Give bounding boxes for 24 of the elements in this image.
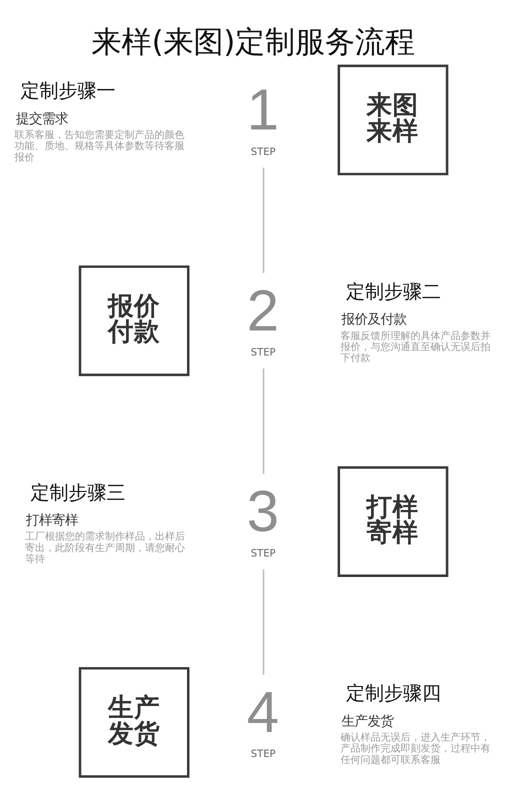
node-box: 报价付款 xyxy=(78,265,190,376)
connector xyxy=(262,569,264,675)
node-label: 定制步骤三 xyxy=(30,482,126,504)
node-label: 定制步骤四 xyxy=(346,682,442,705)
node-label: 报价及付款 xyxy=(342,312,407,328)
node-label: 联系客服，告知您需要定制产品的颜色功能、质地、规格等具体参数等待客服报价 xyxy=(14,130,185,164)
node-label: 客服反馈所理解的具体产品参数并报价，与您沟通直至确认无误后拍下付款 xyxy=(340,330,491,364)
diagram-title: 来样(来图)定制服务流程 xyxy=(92,25,416,60)
node-label: 工厂根据您的需求制作样品，出样后寄出，此阶段有生产周期，请您耐心等待 xyxy=(24,532,185,565)
node-text: 1 STEP xyxy=(246,78,280,158)
node-label: 提交需求 xyxy=(16,112,68,127)
node-text: 4 STEP xyxy=(246,680,280,760)
node-label: 打样寄样 xyxy=(26,514,78,529)
node-text: 3 STEP xyxy=(246,479,280,560)
connector xyxy=(262,168,264,274)
connector xyxy=(262,368,264,474)
node-label: 定制步骤一 xyxy=(20,80,116,102)
node-label: 确认样品无误后，进入生产环节，产品制作完成即刻发货，过程中有任何问题都可联系客服 xyxy=(340,732,491,766)
node-box: 来图来样 xyxy=(338,64,448,176)
node-label: 生产发货 xyxy=(342,714,394,730)
node-box: 生产发货 xyxy=(78,667,190,778)
node-box: 打样寄样 xyxy=(338,466,448,577)
node-text: 2 STEP xyxy=(246,278,280,359)
node-label: 定制步骤二 xyxy=(346,281,442,304)
